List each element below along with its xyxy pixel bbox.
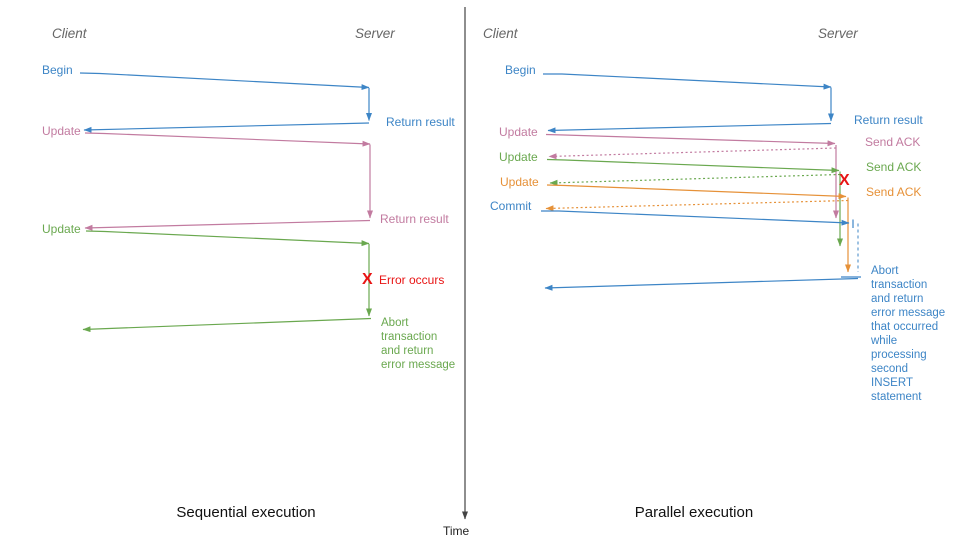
left-server-header: Server: [355, 26, 395, 41]
time-axis-label: Time: [443, 524, 470, 538]
sequential-flow: [79, 72, 373, 333]
left-return-result-1-label: Return result: [386, 115, 455, 129]
left-error-x-icon: X: [362, 271, 373, 288]
commit-request-arrow: [541, 210, 850, 226]
left-abort-message: Abort transaction and return error messa…: [381, 317, 456, 371]
abort-return-arrow: [82, 317, 372, 333]
right-send-ack-1-label: Send ACK: [865, 135, 921, 149]
right-update-1-label: Update: [499, 125, 538, 139]
right-send-ack-3-label: Send ACK: [866, 185, 922, 199]
left-begin-label: Begin: [42, 63, 73, 77]
left-client-header: Client: [52, 26, 87, 41]
right-send-ack-2-label: Send ACK: [866, 160, 922, 174]
right-error-x-icon: X: [839, 172, 850, 189]
right-update-3-label: Update: [500, 175, 539, 189]
left-return-result-2-label: Return result: [380, 212, 449, 226]
left-update-1-label: Update: [42, 124, 81, 138]
right-return-result-label: Return result: [854, 113, 923, 127]
parallel-flow: [541, 73, 861, 291]
send-ack-2-arrow: [549, 173, 841, 186]
begin-request-arrow: [79, 72, 370, 91]
left-panel-caption: Sequential execution: [176, 504, 316, 521]
update-1-request-arrow: [545, 133, 836, 147]
send-ack-3-arrow: [545, 199, 849, 212]
abort-return-arrow: [544, 277, 859, 291]
begin-request-arrow: [543, 73, 832, 90]
left-error-occurs-label: Error occurs: [379, 273, 445, 287]
return-result-1-arrow: [83, 122, 370, 133]
right-abort-message: Abort transaction and return error messa…: [871, 265, 946, 403]
update-2-request-arrow: [546, 158, 840, 174]
send-ack-1-arrow: [548, 147, 837, 160]
update-1-request-arrow: [84, 132, 371, 147]
update-3-request-arrow: [546, 184, 847, 200]
left-update-2-label: Update: [42, 222, 81, 236]
return-result-2-arrow: [84, 219, 371, 231]
return-result-arrow: [547, 122, 832, 134]
right-server-header: Server: [818, 26, 858, 41]
update-2-request-arrow: [85, 230, 370, 247]
right-update-2-label: Update: [499, 150, 538, 164]
right-panel-caption: Parallel execution: [634, 504, 754, 521]
right-commit-label: Commit: [490, 199, 532, 213]
right-begin-label: Begin: [505, 63, 536, 77]
right-client-header: Client: [483, 26, 518, 41]
